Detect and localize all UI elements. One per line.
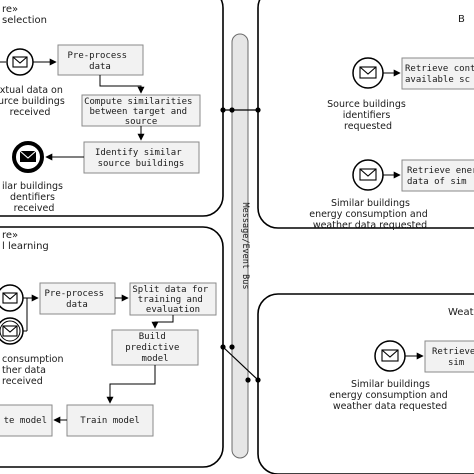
panel-title: Weath <box>448 307 474 318</box>
task-label: Pre-process data <box>44 289 109 310</box>
task-label: Pre-process data <box>67 51 132 72</box>
task-label: Train model <box>80 416 140 426</box>
task-label: Retrieve sim <box>432 347 474 368</box>
bus-connectors <box>220 107 261 383</box>
panel-stereotype: re» <box>2 230 18 241</box>
task-label: Build predictive model <box>125 332 185 364</box>
task-label: Identify similar source buildings <box>95 148 187 169</box>
task-label: Split data for training and evaluation <box>132 285 213 315</box>
start-message-event <box>374 340 406 372</box>
start-event-label: consumption ther data received <box>2 354 67 387</box>
end-event-label: ilar buildings dentifiers received <box>2 181 66 214</box>
start-event-label: extual data on ource buildings received <box>0 85 68 118</box>
panel-title: B <box>458 14 465 25</box>
task-label: Retrieve ener data of sim <box>407 166 474 187</box>
start-message-event <box>0 284 24 312</box>
event-label: Similar buildings energy consumption and… <box>309 198 431 231</box>
panel-title: l learning <box>2 241 49 252</box>
intermediate-message-event <box>0 317 24 345</box>
bus-label: Message/Event Bus <box>240 203 250 290</box>
task-retrieve-weather <box>424 340 474 373</box>
task-label: te model <box>4 416 47 426</box>
task-preprocess-data <box>39 282 116 315</box>
end-message-event <box>12 141 44 173</box>
panel-stereotype: re» <box>2 4 18 15</box>
task-split-data <box>129 282 217 316</box>
message-event-bus <box>231 33 249 459</box>
task-preprocess-data <box>57 44 144 76</box>
start-message-event <box>6 48 34 76</box>
task-evaluate-model <box>0 404 53 437</box>
task-retrieve-available <box>401 57 474 90</box>
panel-title: selection <box>2 15 47 26</box>
event-label: Similar buildings energy consumption and… <box>329 379 451 412</box>
start-message-event <box>352 57 384 89</box>
panel-weather <box>257 293 474 474</box>
task-identify-similar <box>83 141 200 174</box>
task-compute-similarities <box>81 94 201 127</box>
task-retrieve-energy <box>401 159 474 192</box>
task-train-model <box>66 404 154 437</box>
task-label: Retrieve cont available sc <box>405 64 474 85</box>
task-label: Compute similarities between target and … <box>84 97 198 127</box>
event-label: Source buildings identifiers requested <box>327 99 409 132</box>
start-message-event <box>352 159 384 191</box>
